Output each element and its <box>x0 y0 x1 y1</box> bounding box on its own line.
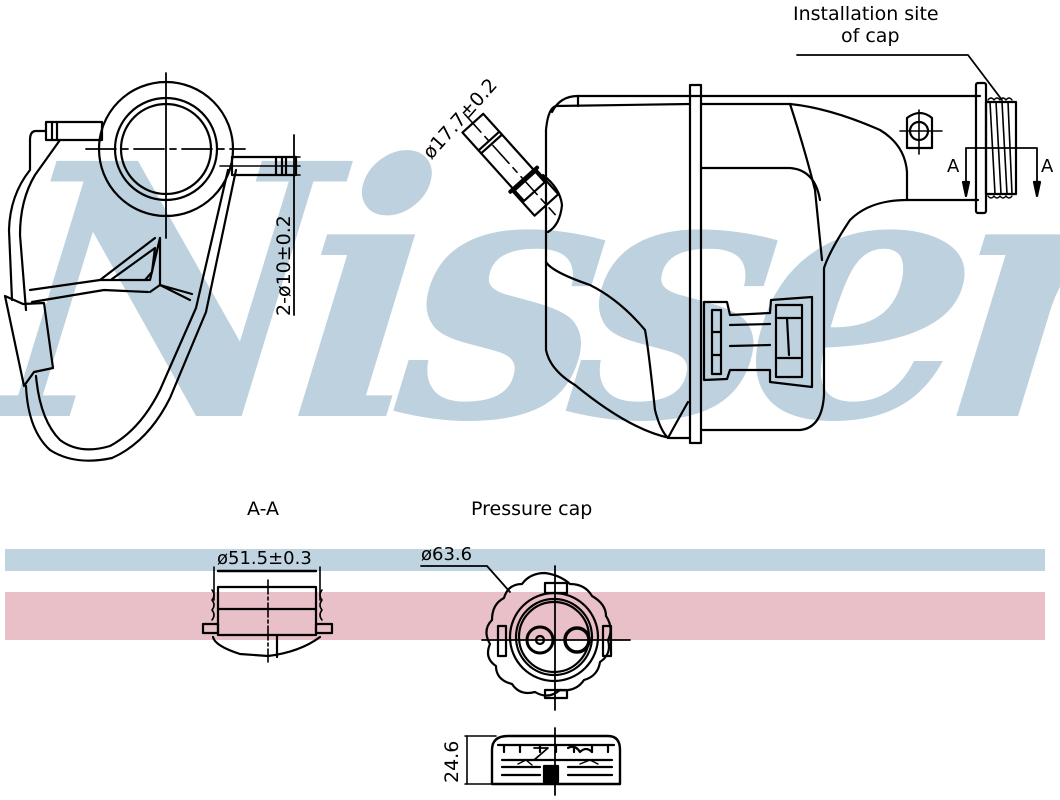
tank-front-view <box>461 54 1042 445</box>
cap-height-dimension: 24.6 <box>441 740 463 783</box>
registered-trademark-icon: ® <box>1014 245 1052 289</box>
pressure-cap-top-view <box>420 565 631 711</box>
section-marker-left: A <box>947 156 960 177</box>
pressure-cap-title: Pressure cap <box>471 498 593 520</box>
section-view-title: A-A <box>247 498 280 520</box>
neck-diameter-dimension: ø51.5±0.3 <box>217 548 312 569</box>
pipe-diameter-label: 2-ø10±0.2 <box>273 215 295 316</box>
pipe-diameter-dimension <box>234 134 301 316</box>
section-marker-right: A <box>1041 156 1054 177</box>
installation-site-label: Installation site of cap <box>793 5 939 46</box>
side-view <box>3 72 301 462</box>
cap-diameter-dimension: ø63.6 <box>421 544 473 565</box>
installation-site-line2: of cap <box>841 25 900 47</box>
section-a-a-view <box>201 566 334 663</box>
blue-band <box>5 549 1045 571</box>
pressure-cap-side-view <box>464 727 622 796</box>
installation-site-line1: Installation site <box>793 3 939 25</box>
